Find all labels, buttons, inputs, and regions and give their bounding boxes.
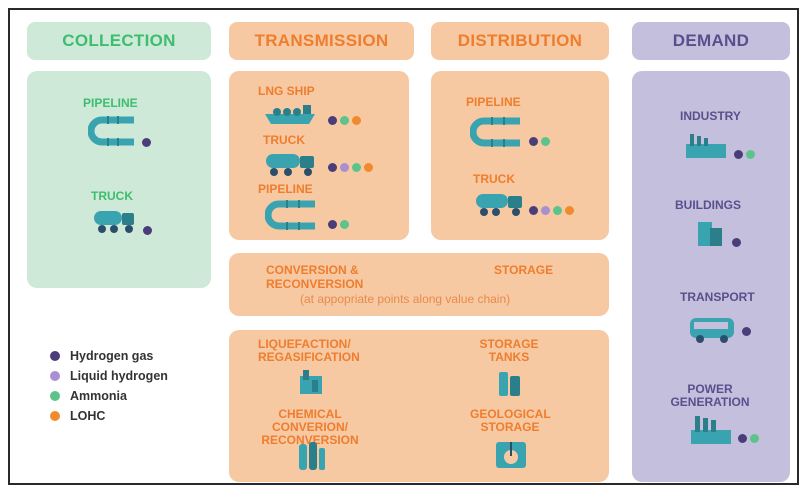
- legend-swatch-hydrogen-gas: [50, 350, 60, 361]
- carrier-dots: [328, 116, 361, 125]
- liquefaction-label: LIQUEFACTION/ REGASIFICATION: [258, 337, 360, 364]
- hydrogen-gas-dot: [142, 138, 151, 147]
- legend-item: LOHC: [50, 406, 168, 425]
- power-generation-label-line2: GENERATION: [670, 395, 750, 409]
- storage-tanks-icon: [499, 372, 520, 396]
- buildings-label: BUILDINGS: [675, 198, 741, 212]
- hydrogen-gas-dot: [738, 434, 747, 443]
- distribution-truck-label: TRUCK: [473, 172, 515, 186]
- ammonia-dot: [553, 206, 562, 215]
- carrier-dots: [328, 220, 349, 229]
- storage-tanks-label-line2: TANKS: [488, 350, 530, 364]
- industry-label: INDUSTRY: [680, 109, 741, 123]
- ammonia-dot: [750, 434, 759, 443]
- column-header-transmission: TRANSMISSION: [229, 22, 414, 60]
- ammonia-dot: [340, 116, 349, 125]
- legend-item: Ammonia: [50, 386, 168, 405]
- legend-swatch-liquid-hydrogen: [50, 370, 60, 381]
- legend-label: Liquid hydrogen: [70, 368, 168, 383]
- geological-storage-label-line1: GEOLOGICAL: [470, 407, 551, 421]
- ammonia-dot: [340, 220, 349, 229]
- legend-label: LOHC: [70, 408, 106, 423]
- conversion-panel: [229, 253, 609, 316]
- carrier-dots: [738, 434, 759, 443]
- conversion-title-line2: RECONVERSION: [266, 277, 364, 291]
- carrier-dots: [328, 163, 373, 172]
- column-header-distribution: DISTRIBUTION: [431, 22, 609, 60]
- conversion-title-line1: CONVERSION &: [266, 263, 359, 277]
- transport-label: TRANSPORT: [680, 290, 755, 304]
- carrier-dots: [529, 137, 550, 146]
- storage-tanks-label: STORAGE TANKS: [474, 338, 544, 364]
- hydrogen-gas-dot: [529, 137, 538, 146]
- column-header-collection: COLLECTION: [27, 22, 211, 60]
- hydrogen-gas-dot: [529, 206, 538, 215]
- chemical-conversion-label: CHEMICAL CONVERION/ RECONVERSION: [240, 408, 380, 447]
- lohc-dot: [565, 206, 574, 215]
- geological-storage-label-line2: STORAGE: [480, 420, 540, 434]
- legend-label: Ammonia: [70, 388, 127, 403]
- legend-item: Hydrogen gas: [50, 346, 168, 365]
- liquefaction-plant-icon: [300, 370, 322, 394]
- liquid-hydrogen-dot: [541, 206, 550, 215]
- power-plant-icon: [691, 416, 731, 444]
- collection-truck-label: TRUCK: [91, 189, 133, 203]
- legend-label: Hydrogen gas: [70, 348, 154, 363]
- ammonia-dot: [352, 163, 361, 172]
- bus-icon: [690, 318, 734, 343]
- pipeline-icon: [88, 116, 134, 146]
- legend-swatch-lohc: [50, 410, 60, 421]
- hydrogen-gas-dot: [328, 116, 337, 125]
- legend-item: Liquid hydrogen: [50, 366, 168, 385]
- power-generation-label: POWER GENERATION: [665, 383, 755, 409]
- transmission-panel: [229, 71, 409, 240]
- hydrogen-gas-dot: [742, 327, 751, 336]
- liquefaction-label-line2: REGASIFICATION: [258, 350, 360, 364]
- legend-swatch-ammonia: [50, 390, 60, 401]
- lohc-dot: [352, 116, 361, 125]
- conversion-storage-label: STORAGE: [494, 263, 554, 277]
- lohc-dot: [364, 163, 373, 172]
- liquid-hydrogen-dot: [340, 163, 349, 172]
- facilities-panel: [229, 330, 609, 482]
- chemical-conversion-label-line1: CHEMICAL CONVERION/: [271, 407, 348, 434]
- lng-ship-icon: [265, 105, 315, 124]
- legend: Hydrogen gas Liquid hydrogen Ammonia LOH…: [50, 346, 168, 426]
- distribution-panel: [431, 71, 609, 240]
- hydrogen-gas-dot: [143, 226, 152, 235]
- hydrogen-gas-dot: [732, 238, 741, 247]
- carrier-dots: [529, 206, 574, 215]
- storage-tanks-label-line1: STORAGE: [479, 337, 539, 351]
- chemical-plant-icon: [299, 442, 325, 470]
- hydrogen-gas-dot: [328, 163, 337, 172]
- pipeline-icon: [265, 200, 315, 230]
- pipeline-icon: [470, 117, 520, 147]
- carrier-dots: [734, 150, 755, 159]
- truck-icon: [476, 194, 522, 216]
- transmission-truck-label: TRUCK: [263, 133, 305, 147]
- geological-storage-icon: [496, 442, 526, 468]
- lng-ship-label: LNG SHIP: [258, 84, 315, 98]
- ammonia-dot: [541, 137, 550, 146]
- column-header-demand: DEMAND: [632, 22, 790, 60]
- collection-pipeline-label: PIPELINE: [83, 96, 138, 110]
- industry-icon: [686, 134, 726, 158]
- hydrogen-gas-dot: [734, 150, 743, 159]
- truck-icon: [94, 211, 134, 233]
- collection-panel: [27, 71, 211, 288]
- buildings-icon: [698, 222, 722, 246]
- hydrogen-gas-dot: [328, 220, 337, 229]
- geological-storage-label: GEOLOGICAL STORAGE: [470, 407, 551, 434]
- truck-icon: [266, 154, 314, 176]
- power-generation-label-line1: POWER: [687, 382, 733, 396]
- ammonia-dot: [746, 150, 755, 159]
- transmission-pipeline-label: PIPELINE: [258, 182, 313, 196]
- chemical-conversion-label-line2: RECONVERSION: [261, 433, 359, 447]
- conversion-note: (at appopriate points along value chain): [300, 292, 511, 306]
- liquefaction-label-line1: LIQUEFACTION/: [258, 337, 351, 351]
- demand-panel: [632, 71, 790, 482]
- distribution-pipeline-label: PIPELINE: [466, 95, 521, 109]
